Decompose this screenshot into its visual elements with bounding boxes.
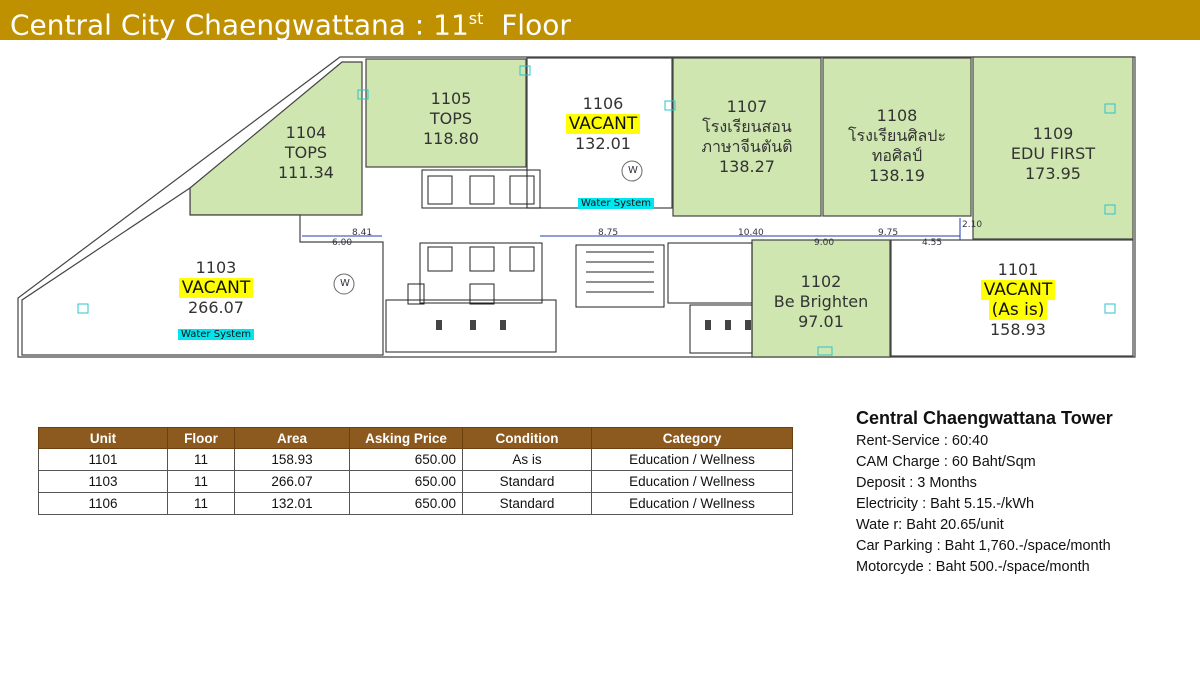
washroom-symbols (333, 160, 643, 295)
info-line: Rent-Service : 60:40 (856, 433, 989, 449)
dim-label: 8.75 (598, 228, 619, 238)
vacant-badge: VACANT (565, 114, 641, 134)
corridor-dimension-lines (302, 218, 961, 240)
dim-label: 9.00 (814, 238, 835, 248)
unit-1102 (751, 239, 891, 358)
unit-1108 (822, 57, 972, 217)
unit-label-1101: 1101 VACANT (As is) 158.93 (958, 260, 1078, 340)
dim-label: 8.41 (352, 228, 373, 238)
as-is-badge: (As is) (988, 300, 1048, 320)
tower-heading: Central Chaengwattana Tower (856, 408, 1113, 428)
unit-1109 (972, 56, 1134, 240)
page-title: Central City Chaengwattana : 11st Floor (10, 8, 571, 42)
dim-label: 2.10 (962, 220, 983, 230)
availability-table: Unit Floor Area Asking Price Condition C… (38, 427, 793, 515)
building-core (385, 169, 753, 354)
vacant-badge: VACANT (980, 280, 1056, 300)
vacant-badge: VACANT (178, 278, 254, 298)
dim-label: 4.55 (922, 238, 943, 248)
unit-1103 (21, 186, 384, 356)
outlet-markers (77, 65, 1116, 356)
col-condition: Condition (462, 427, 592, 449)
title-superscript: st (468, 9, 484, 28)
washroom-icon: W (628, 165, 638, 176)
col-category: Category (591, 427, 793, 449)
dim-label: 10.40 (738, 228, 764, 238)
floor-plan (17, 56, 1136, 358)
water-system-label-1103: Water System (156, 322, 276, 342)
table-header-row: Unit Floor Area Asking Price Condition C… (38, 427, 793, 449)
info-line: CAM Charge : 60 Baht/Sqm (856, 454, 1036, 470)
col-unit: Unit (38, 427, 168, 449)
col-asking-price: Asking Price (349, 427, 463, 449)
info-line: Electricity : Baht 5.15.-/kWh (856, 496, 1035, 512)
washroom-icon: W (340, 278, 350, 289)
water-system-label-1106: Water System (561, 191, 671, 211)
unit-1107 (672, 57, 822, 217)
dim-label: 9.75 (878, 228, 899, 238)
tower-info: Central Chaengwattana Tower Rent-Service… (856, 405, 1113, 578)
unit-label-1103: 1103 VACANT 266.07 (156, 258, 276, 318)
col-floor: Floor (167, 427, 235, 449)
unit-label-1106: 1106 VACANT 132.01 (548, 94, 658, 154)
info-line: Car Parking : Baht 1,760.-/space/month (856, 538, 1111, 554)
info-line: Motorcyde : Baht 500.-/space/month (856, 559, 1090, 575)
col-area: Area (234, 427, 350, 449)
title-bar: Central City Chaengwattana : 11st Floor (0, 0, 1200, 42)
unit-1105 (365, 58, 527, 168)
info-line: Wate r: Baht 20.65/unit (856, 517, 1004, 533)
dim-label: 6.00 (332, 238, 353, 248)
info-line: Deposit : 3 Months (856, 475, 977, 491)
toilet-fixtures (436, 320, 751, 330)
